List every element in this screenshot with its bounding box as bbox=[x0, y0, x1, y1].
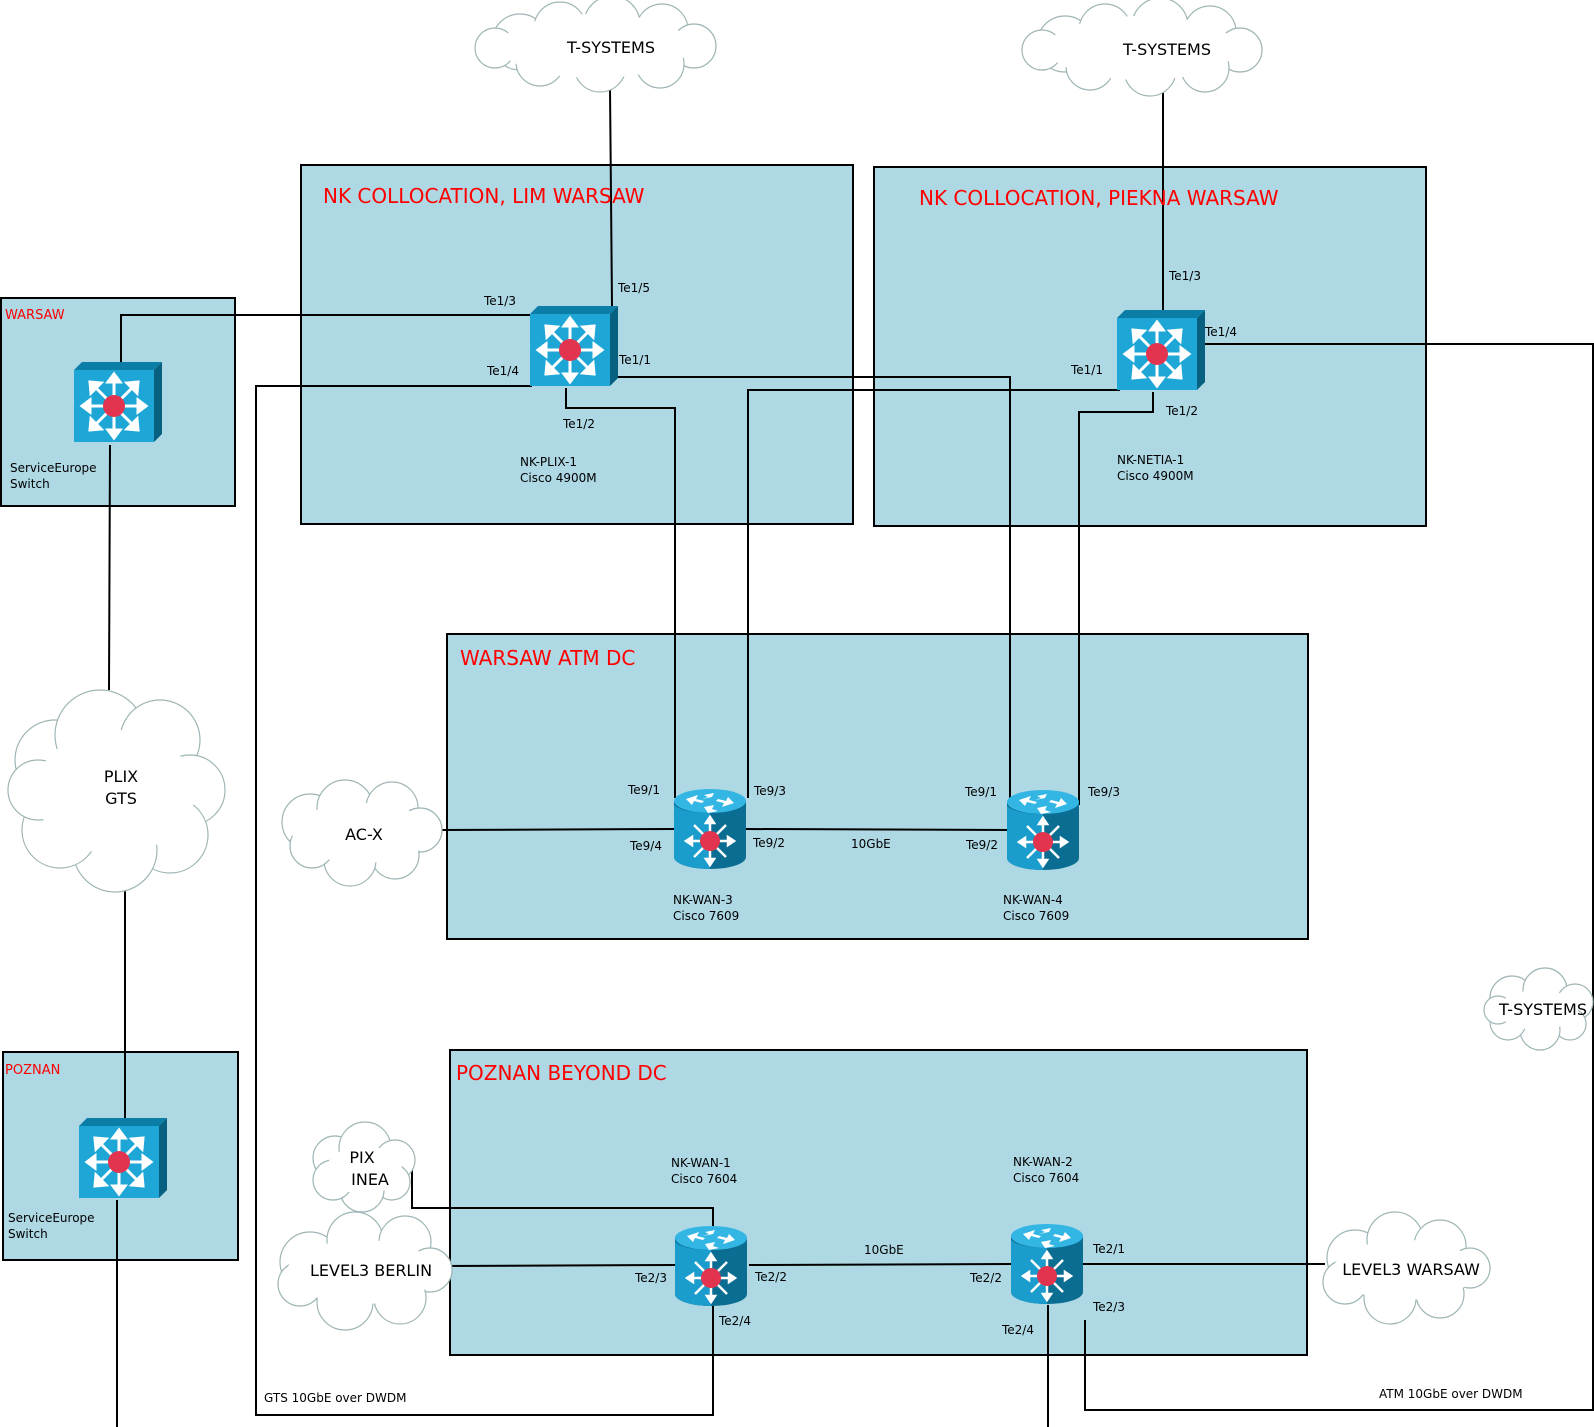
device-model-plix1: Cisco 4900M bbox=[520, 471, 597, 485]
port-label: Te2/3 bbox=[1092, 1300, 1125, 1314]
device-name-wan2: NK-WAN-2 bbox=[1013, 1155, 1073, 1169]
device-name-netia1: NK-NETIA-1 bbox=[1117, 453, 1184, 467]
cloud-acx bbox=[281, 779, 443, 887]
device-name-plix1: NK-PLIX-1 bbox=[520, 455, 577, 469]
router-icon-wan3[interactable] bbox=[672, 787, 748, 871]
switch-icon-netia1[interactable] bbox=[1115, 308, 1207, 392]
port-label: Te1/1 bbox=[618, 353, 651, 367]
port-label: Te9/4 bbox=[629, 839, 662, 853]
port-label: Te9/3 bbox=[1087, 785, 1120, 799]
port-label: Te9/1 bbox=[627, 783, 660, 797]
device-model-wan1: Cisco 7604 bbox=[671, 1172, 737, 1186]
cloud-label: GTS bbox=[105, 789, 137, 808]
device-model-wan4: Cisco 7609 bbox=[1003, 909, 1069, 923]
location-title-atm: WARSAW ATM DC bbox=[460, 646, 635, 670]
device-name-wan4: NK-WAN-4 bbox=[1003, 893, 1063, 907]
router-icon-wan1[interactable] bbox=[673, 1224, 749, 1308]
cloud-label: LEVEL3 BERLIN bbox=[310, 1261, 432, 1280]
port-label: Te2/4 bbox=[1001, 1323, 1034, 1337]
device-name-se-warsaw: ServiceEurope bbox=[10, 461, 97, 475]
port-label: Te1/4 bbox=[1204, 325, 1237, 339]
switch-icon-plix1[interactable] bbox=[528, 304, 620, 388]
port-label: Te2/4 bbox=[718, 1314, 751, 1328]
location-title-warsaw: WARSAW bbox=[5, 308, 65, 323]
device-name-wan3: NK-WAN-3 bbox=[673, 893, 733, 907]
link-label-atm-dwdm: ATM 10GbE over DWDM bbox=[1379, 1387, 1523, 1401]
cloud-tsys-right bbox=[1483, 967, 1594, 1051]
port-label: Te1/2 bbox=[562, 417, 595, 431]
router-icon-wan4[interactable] bbox=[1005, 788, 1081, 872]
port-label: Te9/3 bbox=[753, 784, 786, 798]
location-title-beyond: POZNAN BEYOND DC bbox=[456, 1061, 667, 1085]
link-label-beyond-10gbe: 10GbE bbox=[864, 1243, 904, 1257]
router-icon-wan2[interactable] bbox=[1009, 1222, 1085, 1306]
device-model-se-warsaw: Switch bbox=[10, 477, 50, 491]
port-label: Te9/2 bbox=[752, 836, 785, 850]
device-name-se-poznan: ServiceEurope bbox=[8, 1211, 95, 1225]
cloud-tsys-top-right bbox=[1021, 0, 1263, 97]
port-label: Te1/3 bbox=[1168, 269, 1201, 283]
cloud-label: T-SYSTEMS bbox=[1498, 1000, 1587, 1019]
device-model-wan2: Cisco 7604 bbox=[1013, 1171, 1079, 1185]
cloud-label: PLIX bbox=[104, 767, 138, 786]
port-label: Te9/1 bbox=[964, 785, 997, 799]
cloud-label: T-SYSTEMS bbox=[1122, 40, 1211, 59]
port-label: Te1/1 bbox=[1070, 363, 1103, 377]
link-label-gts-dwdm: GTS 10GbE over DWDM bbox=[264, 1391, 407, 1405]
port-label: Te2/3 bbox=[634, 1271, 667, 1285]
location-box-atm bbox=[446, 633, 1309, 940]
device-model-wan3: Cisco 7609 bbox=[673, 909, 739, 923]
wires bbox=[108, 87, 1594, 1427]
device-name-wan1: NK-WAN-1 bbox=[671, 1156, 731, 1170]
port-label: Te2/2 bbox=[969, 1271, 1002, 1285]
cloud-level3-warsaw bbox=[1322, 1211, 1491, 1325]
switch-icon-se-poznan[interactable] bbox=[77, 1116, 169, 1200]
location-title-piekna: NK COLLOCATION, PIEKNA WARSAW bbox=[919, 186, 1279, 210]
location-box-beyond bbox=[449, 1049, 1308, 1356]
link-label-atm-10gbe: 10GbE bbox=[851, 837, 891, 851]
port-label: Te1/2 bbox=[1165, 404, 1198, 418]
cloud-label: AC-X bbox=[345, 825, 383, 844]
location-title-lim: NK COLLOCATION, LIM WARSAW bbox=[323, 184, 645, 208]
cloud-pix-inea bbox=[312, 1121, 416, 1213]
cloud-label: PIX bbox=[349, 1148, 374, 1167]
device-model-se-poznan: Switch bbox=[8, 1227, 48, 1241]
cloud-label: T-SYSTEMS bbox=[566, 38, 655, 57]
cloud-label: LEVEL3 WARSAW bbox=[1342, 1260, 1480, 1279]
port-label: Te1/3 bbox=[483, 294, 516, 308]
port-label: Te1/5 bbox=[617, 281, 650, 295]
port-label: Te2/2 bbox=[754, 1270, 787, 1284]
port-label: Te9/2 bbox=[965, 838, 998, 852]
cloud-plix-gts bbox=[7, 689, 226, 893]
location-title-poznan: POZNAN bbox=[5, 1063, 60, 1078]
device-model-netia1: Cisco 4900M bbox=[1117, 469, 1194, 483]
cloud-label: INEA bbox=[351, 1170, 389, 1189]
cloud-level3-berlin bbox=[277, 1211, 453, 1331]
port-label: Te1/4 bbox=[486, 364, 519, 378]
port-label: Te2/1 bbox=[1092, 1242, 1125, 1256]
cloud-tsys-top-left bbox=[474, 0, 717, 93]
switch-icon-se-warsaw[interactable] bbox=[72, 360, 164, 444]
